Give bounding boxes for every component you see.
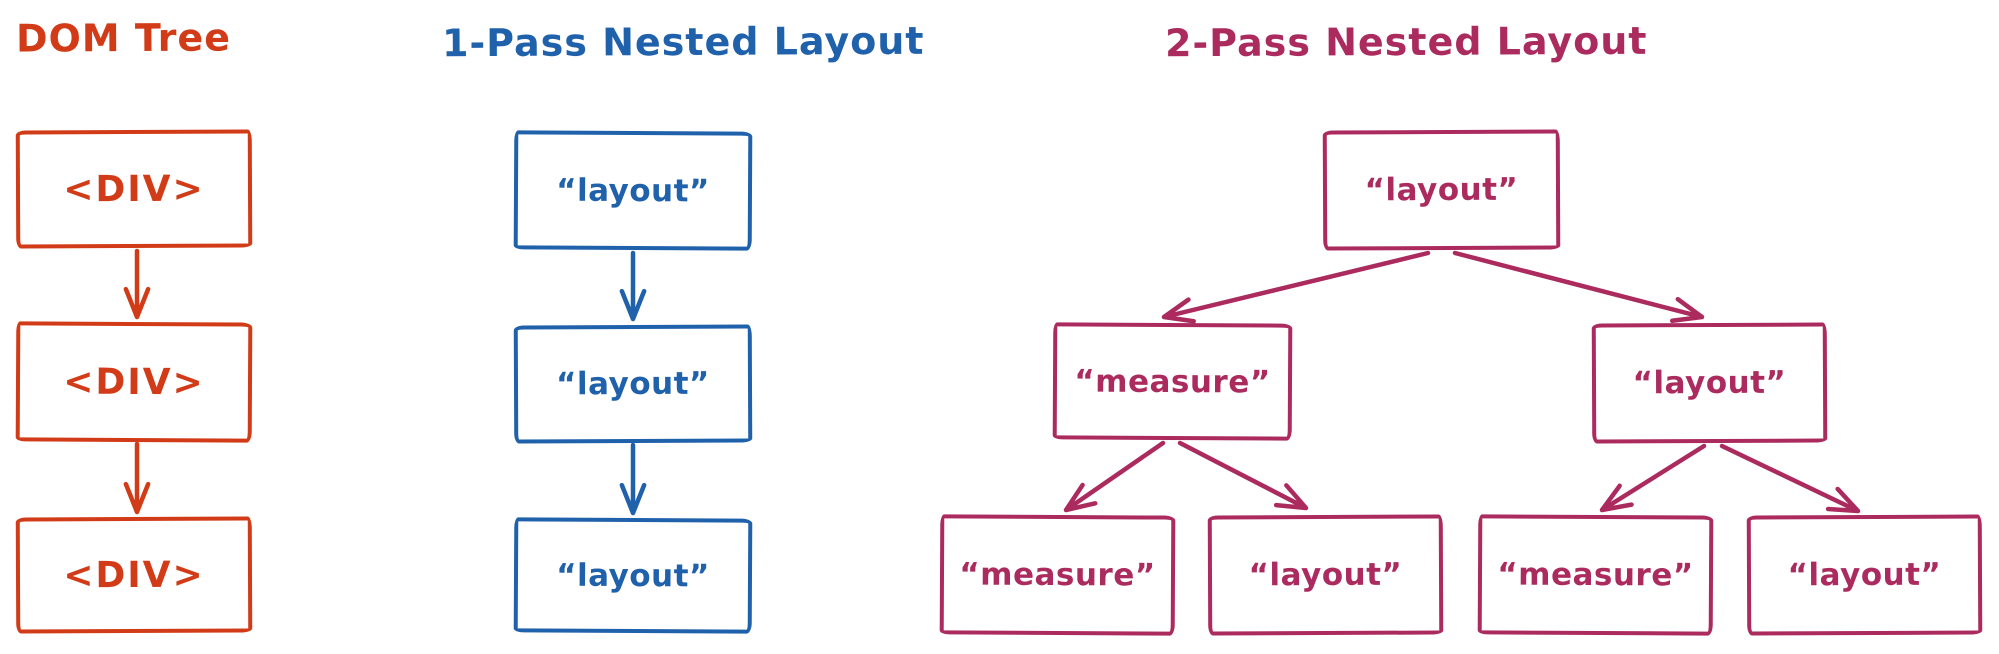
tree-edge-arrow [123,248,151,320]
tree-edge-arrow [123,441,151,515]
dom-tree-node-1: <DIV> [15,129,253,249]
tree-edge-arrow [1063,440,1166,513]
one-pass-node-3: “layout” [513,517,753,634]
tree-edge-arrow [1452,250,1705,324]
two-pass-title: 2-Pass Nested Layout [1164,18,1648,66]
tree-edge-arrow [619,250,647,322]
dom-tree-node-2: <DIV> [15,321,253,443]
tree-edge-arrow [1599,443,1707,513]
two-pass-leaf-layout-right: “layout” [1746,514,1983,636]
one-pass-node-1: “layout” [513,130,753,251]
tree-edge-arrow [1177,440,1309,511]
two-pass-leaf-measure-right: “measure” [1477,514,1714,636]
dom-tree-title: DOM Tree [15,15,232,61]
tree-edge-arrow [1719,443,1861,514]
two-pass-layout-node: “layout” [1591,322,1828,444]
two-pass-leaf-measure-left: “measure” [939,514,1176,636]
one-pass-node-2: “layout” [513,324,753,444]
two-pass-leaf-layout-left: “layout” [1207,514,1444,636]
tree-edge-arrow [1161,250,1431,324]
two-pass-root-node: “layout” [1322,129,1561,251]
dom-tree-node-3: <DIV> [15,516,253,634]
tree-edge-arrow [619,442,647,516]
one-pass-title: 1-Pass Nested Layout [441,18,925,66]
two-pass-measure-node: “measure” [1052,322,1293,441]
